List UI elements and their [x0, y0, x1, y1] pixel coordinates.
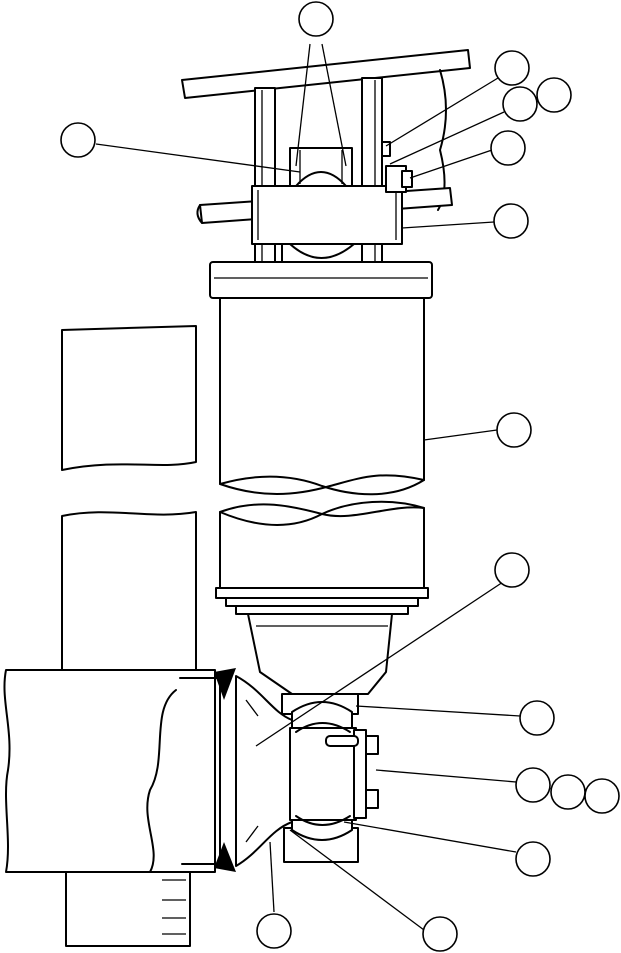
- weld-beads: [214, 668, 236, 872]
- frame-bracket-box: [3, 669, 221, 873]
- callout-16: [422, 916, 458, 952]
- frame-member-lower: [61, 511, 197, 671]
- callout-3: [494, 50, 530, 86]
- callout-4: [502, 86, 538, 122]
- callout-11: [515, 767, 551, 803]
- callout-10: [519, 700, 555, 736]
- callout-15: [256, 913, 292, 949]
- leader-lines: [95, 43, 521, 931]
- upper-bolt-and-nut: [381, 141, 413, 193]
- callout-2: [60, 122, 96, 158]
- cylinder-head-flange: [209, 261, 433, 299]
- callout-9: [494, 552, 530, 588]
- callout-13: [584, 778, 620, 814]
- rod-eye-neck: [247, 613, 393, 695]
- upper-mounting-plate: [181, 49, 471, 99]
- upper-spherical-bearing: [281, 147, 363, 265]
- lower-mount-support: [235, 675, 293, 867]
- frame-base-channel: [65, 871, 191, 947]
- callout-1: [298, 1, 334, 37]
- cylinder-barrel-upper: [219, 297, 425, 496]
- lower-retainer-plate: [353, 729, 379, 819]
- callout-7: [493, 203, 529, 239]
- upper-pin-housing: [251, 185, 403, 245]
- callout-6: [490, 130, 526, 166]
- callout-bubbles: [60, 1, 620, 952]
- barrel-end-rings: [215, 587, 429, 615]
- cylinder-barrel-lower: [219, 500, 425, 591]
- callout-14: [515, 841, 551, 877]
- frame-member-upper: [61, 325, 197, 471]
- lower-bolt: [325, 735, 359, 747]
- callout-12: [550, 774, 586, 810]
- callout-5: [536, 77, 572, 113]
- callout-8: [496, 412, 532, 448]
